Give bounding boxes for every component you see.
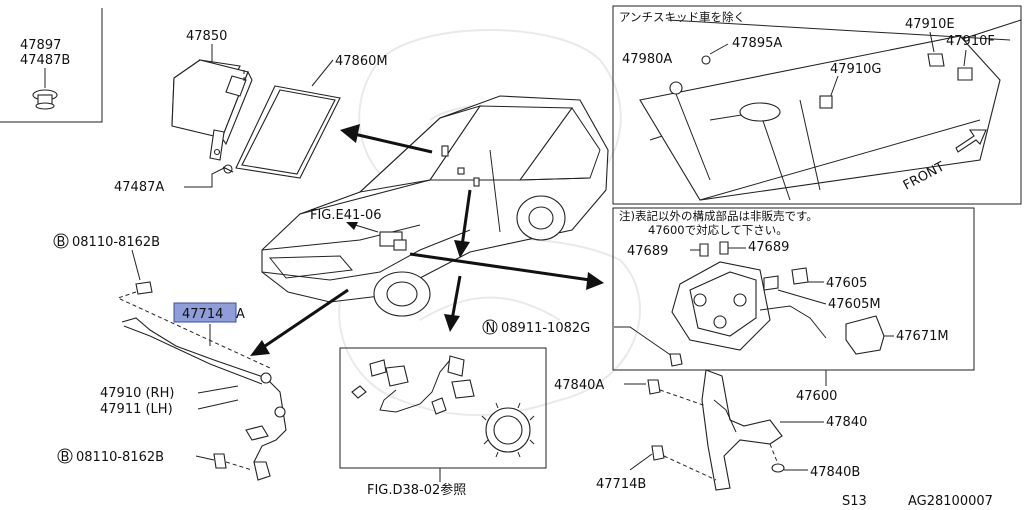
nut-08911: N 08911-1082G [482,319,683,367]
part-label-47840B[interactable]: 47840B [810,465,860,480]
part-label-47689-right[interactable]: 47689 [748,240,789,255]
note-use-47600: 47600で対応して下さい。 [648,223,788,237]
part-label-47840[interactable]: 47840 [826,415,867,430]
part-label-47605M[interactable]: 47605M [828,297,881,312]
front-arrow-icon [955,129,987,153]
car-body [261,95,609,317]
part-label-08110-8162B-top[interactable]: 08110-8162B [72,235,160,250]
screw-47487A: 47487A [114,164,234,195]
part-label-47671M[interactable]: 47671M [896,329,949,344]
part-label-47600[interactable]: 47600 [796,389,837,404]
part-label-08911-1082G[interactable]: 08911-1082G [501,321,590,336]
footer-model: S13 [842,494,867,509]
part-label-47850[interactable]: 47850 [186,29,227,44]
part-label-47860M[interactable]: 47860M [335,54,388,69]
part-label-47487B[interactable]: 47487B [20,53,70,68]
bolt-circle-b-2: B [61,450,70,465]
part-label-47910E[interactable]: 47910E [905,17,955,32]
highlight-47714A [173,302,237,323]
part-label-47714A-suffix[interactable]: A [236,307,245,322]
locator-arrows [250,124,604,356]
part-label-47714A-highlight[interactable]: 47714 [182,307,223,322]
sub-figure-d38: FIG.D38-02参照 [339,347,547,498]
cover-47860M: 47860M [235,54,388,179]
part-label-47689-left[interactable]: 47689 [627,244,668,259]
footer-diagram-code: AG28100007 [908,494,993,509]
part-label-47895A[interactable]: 47895A [732,36,782,51]
part-label-47910G[interactable]: 47910G [830,62,881,77]
tone-ring-teeth [481,402,535,458]
note-except-antiskid: アンチスキッド車を除く [619,10,745,24]
part-label-47910F[interactable]: 47910F [946,34,995,49]
part-label-47910-rh[interactable]: 47910 (RH) [100,386,174,401]
part-label-47605[interactable]: 47605 [826,276,867,291]
part-label-47487A[interactable]: 47487A [114,180,164,195]
bracket-47840: 47840A 47840 47840B 47714B [554,369,867,492]
bolt-circle-b: B [57,235,66,250]
part-label-47980A[interactable]: 47980A [622,52,672,67]
note-non-sale: 注)表記以外の構成部品は非販売です。 [619,209,818,223]
part-label-08110-8162B-bottom[interactable]: 08110-8162B [76,450,164,465]
inset-non-antiskid: アンチスキッド車を除く 47980A 47895A 47910G 47910E … [612,5,1022,205]
ref-fig-e41-06[interactable]: FIG.E41-06 [310,208,382,223]
nut-circle-n: N [486,321,496,336]
actuator-group-47600: 注)表記以外の構成部品は非販売です。 47600で対応して下さい。 47689 … [612,207,975,404]
sensor-group-left: B 08110-8162B 47714 A 47910 (RH) 47911 (… [53,233,287,481]
part-label-47714B[interactable]: 47714B [596,477,646,492]
control-unit-47850: 47850 [171,29,253,161]
inset-clip: 47897 47487B [0,8,103,123]
part-label-47897[interactable]: 47897 [20,38,61,53]
part-label-47911-lh[interactable]: 47911 (LH) [100,402,173,417]
part-label-47840A[interactable]: 47840A [554,378,604,393]
ref-fig-d38-02[interactable]: FIG.D38-02参照 [367,482,466,498]
